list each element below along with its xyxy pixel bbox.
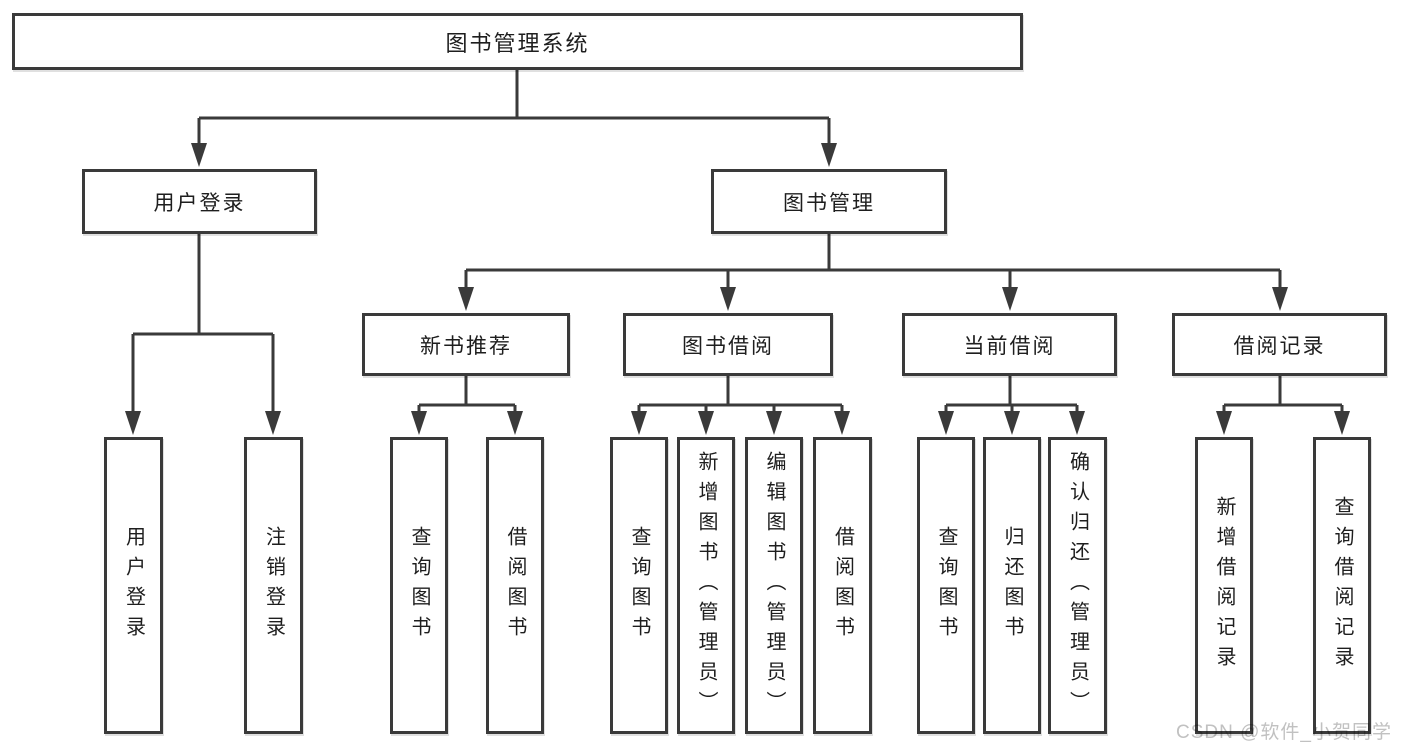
leaf-bb-borrow-books: 借阅图书 (813, 437, 872, 734)
leaf-user-login-label: 用户登录 (122, 525, 145, 646)
leaf-br-add-record-label: 新增借阅记录 (1213, 495, 1235, 676)
leaf-bb-add-books-admin-label: 新增图书（管理员） (695, 450, 717, 721)
leaf-cb-confirm-return-admin: 确认归还（管理员） (1048, 437, 1107, 734)
leaf-br-query-record-label: 查询借阅记录 (1331, 495, 1353, 676)
node-book-management-label: 图书管理 (783, 191, 875, 215)
node-new-book-recommend-label: 新书推荐 (420, 334, 512, 358)
leaf-bb-add-books-admin: 新增图书（管理员） (677, 437, 735, 734)
leaf-cb-query-books-label: 查询图书 (935, 525, 957, 646)
node-user-login: 用户登录 (82, 169, 317, 234)
leaf-bb-edit-books-admin-label: 编辑图书（管理员） (763, 450, 785, 721)
leaf-nbr-query-books-label: 查询图书 (408, 525, 430, 646)
node-borrowing-records-label: 借阅记录 (1233, 334, 1326, 358)
leaf-nbr-query-books: 查询图书 (390, 437, 448, 734)
node-root-label: 图书管理系统 (445, 30, 590, 56)
node-new-book-recommend: 新书推荐 (362, 313, 570, 376)
watermark: CSDN @软件_小贺同学 (1176, 722, 1392, 743)
leaf-logout: 注销登录 (244, 437, 303, 734)
leaf-logout-label: 注销登录 (262, 525, 285, 646)
node-book-borrowing: 图书借阅 (623, 313, 833, 376)
leaf-bb-query-books-label: 查询图书 (628, 525, 650, 646)
leaf-user-login: 用户登录 (104, 437, 163, 734)
node-root: 图书管理系统 (12, 13, 1023, 70)
leaf-br-add-record: 新增借阅记录 (1195, 437, 1253, 734)
leaf-nbr-borrow-books-label: 借阅图书 (504, 525, 526, 646)
leaf-cb-return-books-label: 归还图书 (1001, 525, 1023, 646)
arrowheads (125, 143, 1350, 435)
node-book-management: 图书管理 (711, 169, 947, 234)
node-book-borrowing-label: 图书借阅 (682, 334, 774, 358)
leaf-cb-return-books: 归还图书 (983, 437, 1041, 734)
leaf-bb-borrow-books-label: 借阅图书 (831, 525, 854, 646)
node-current-borrowing-label: 当前借阅 (963, 334, 1056, 358)
leaf-cb-confirm-return-admin-label: 确认归还（管理员） (1066, 450, 1089, 721)
leaf-bb-edit-books-admin: 编辑图书（管理员） (745, 437, 803, 734)
leaf-br-query-record: 查询借阅记录 (1313, 437, 1371, 734)
node-user-login-label: 用户登录 (153, 191, 246, 215)
leaf-cb-query-books: 查询图书 (917, 437, 975, 734)
leaf-nbr-borrow-books: 借阅图书 (486, 437, 544, 734)
leaf-bb-query-books: 查询图书 (610, 437, 668, 734)
connector-segments (131, 69, 1344, 413)
node-borrowing-records: 借阅记录 (1172, 313, 1387, 376)
node-current-borrowing: 当前借阅 (902, 313, 1117, 376)
